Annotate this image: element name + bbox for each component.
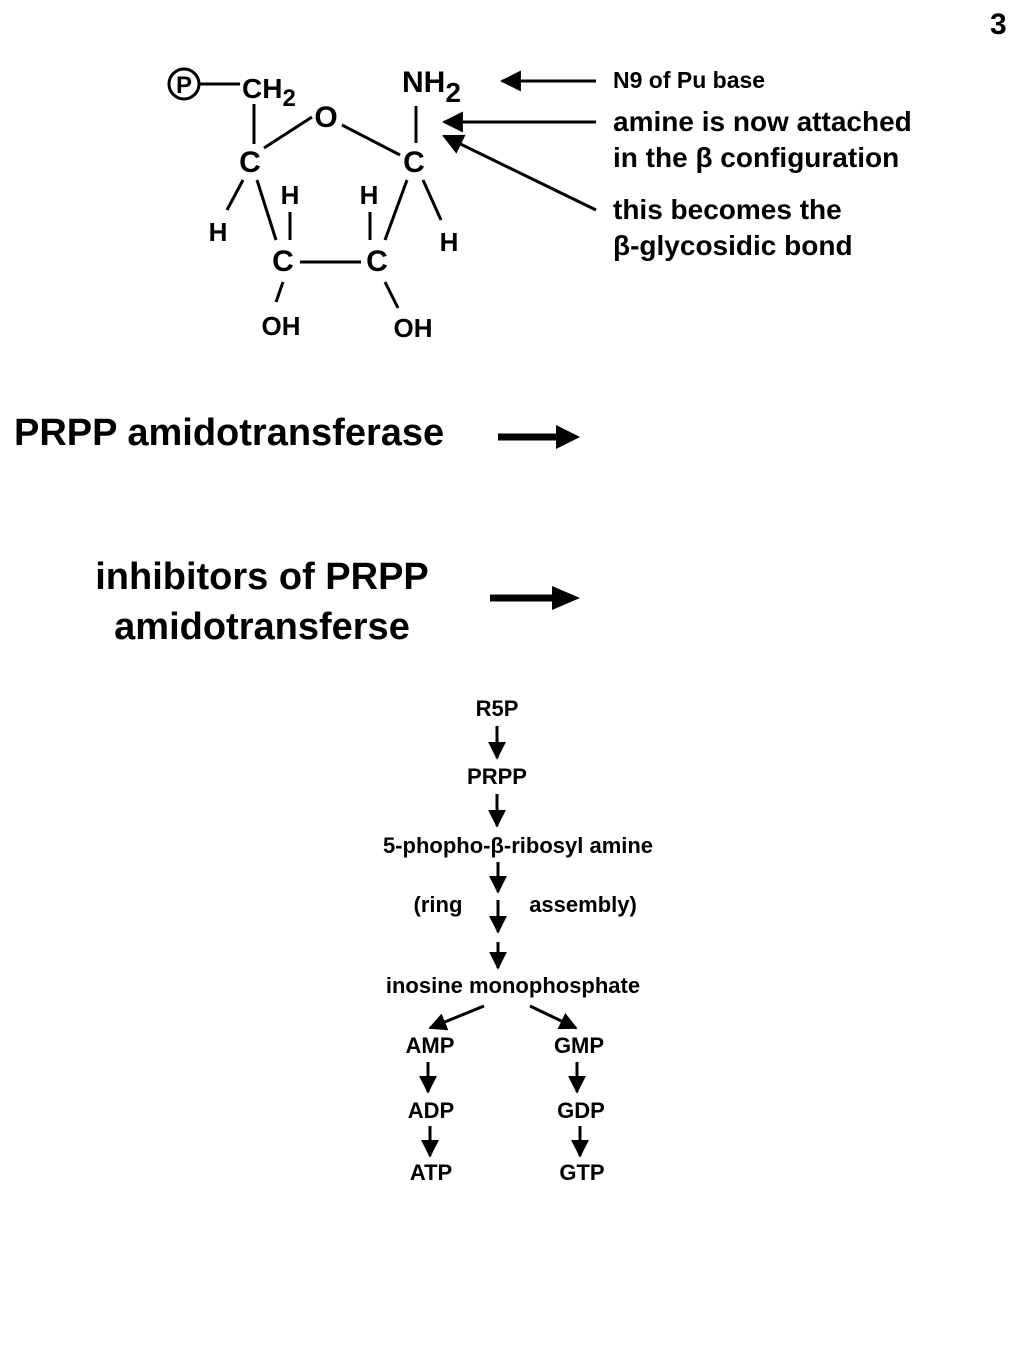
heading-enzyme: PRPP amidotransferase [14,412,445,454]
page-number: 3 [990,8,1007,41]
bond-c1-h [421,179,443,221]
h-c1-label: H [440,227,459,257]
arrow-glycosidic-bond [442,134,597,212]
c1-label: C [403,146,425,179]
phosphate-circle [167,67,201,101]
h-c4-label: H [209,217,228,247]
ch2-subscript: 2 [282,85,295,112]
pathway-imp: inosine monophosphate [386,973,640,998]
bond-c1-c2 [383,179,409,241]
arrow-imp-gmp [529,1004,578,1030]
purine-pathway: R5P PRPP 5-phopho-β-ribosyl amine (ring … [383,696,653,1185]
bond-c4-c3 [255,179,278,241]
inhibitors-arrow [490,586,580,610]
oh-c2-label: OH [394,313,433,343]
pathway-ring-right: assembly) [529,892,637,917]
nh2-subscript: 2 [445,77,461,108]
bond-c2-oh [383,281,400,309]
pathway-atp: ATP [410,1160,452,1185]
c2-label: C [366,245,388,278]
h-c2-label: H [360,180,379,210]
heading-inhibitors-line1: inhibitors of PRPP [95,556,429,598]
annotation-amine-line2: in the β configuration [613,142,900,173]
pathway-prpp: PRPP [467,764,527,789]
annotation-amine-line1: amine is now attached [613,106,912,137]
ch2-main: CH [242,73,282,104]
h-c3-label: H [281,180,300,210]
pathway-ribosyl-amine: 5-phopho-β-ribosyl amine [383,833,653,858]
oh-c3-label: OH [262,311,301,341]
c4-label: C [239,146,261,179]
nh2-label: NH2 [402,66,461,108]
annotation-glyco-line2: β-glycosidic bond [613,230,853,261]
pathway-gmp: GMP [554,1033,604,1058]
heading-inhibitors-line2: amidotransferse [114,606,410,648]
bond-c4-h [225,179,245,211]
bond-o-c1 [341,123,401,157]
ring-oxygen-label: O [314,101,337,134]
pathway-adp: ADP [408,1098,454,1123]
pathway-amp: AMP [406,1033,455,1058]
phosphate-label: P [176,72,192,99]
ribosylamine-structure: P CH2 O NH2 C C C C H H H [167,66,597,343]
pathway-ring-left: (ring [414,892,463,917]
enzyme-arrow [498,425,580,449]
annotation-glyco-line1: this becomes the [613,194,842,225]
pathway-gtp: GTP [559,1160,604,1185]
heading-inhibitors: inhibitors of PRPP amidotransferse [52,552,472,652]
pathway-r5p: R5P [476,696,519,721]
annotation-n9: N9 of Pu base [613,67,766,93]
bond-c3-oh [274,281,285,303]
arrow-imp-amp [428,1004,485,1031]
pathway-gdp: GDP [557,1098,605,1123]
nh2-main: NH [402,66,445,99]
ch2-label: CH2 [242,73,296,112]
bond-c4-o [263,115,313,150]
c3-label: C [272,245,294,278]
